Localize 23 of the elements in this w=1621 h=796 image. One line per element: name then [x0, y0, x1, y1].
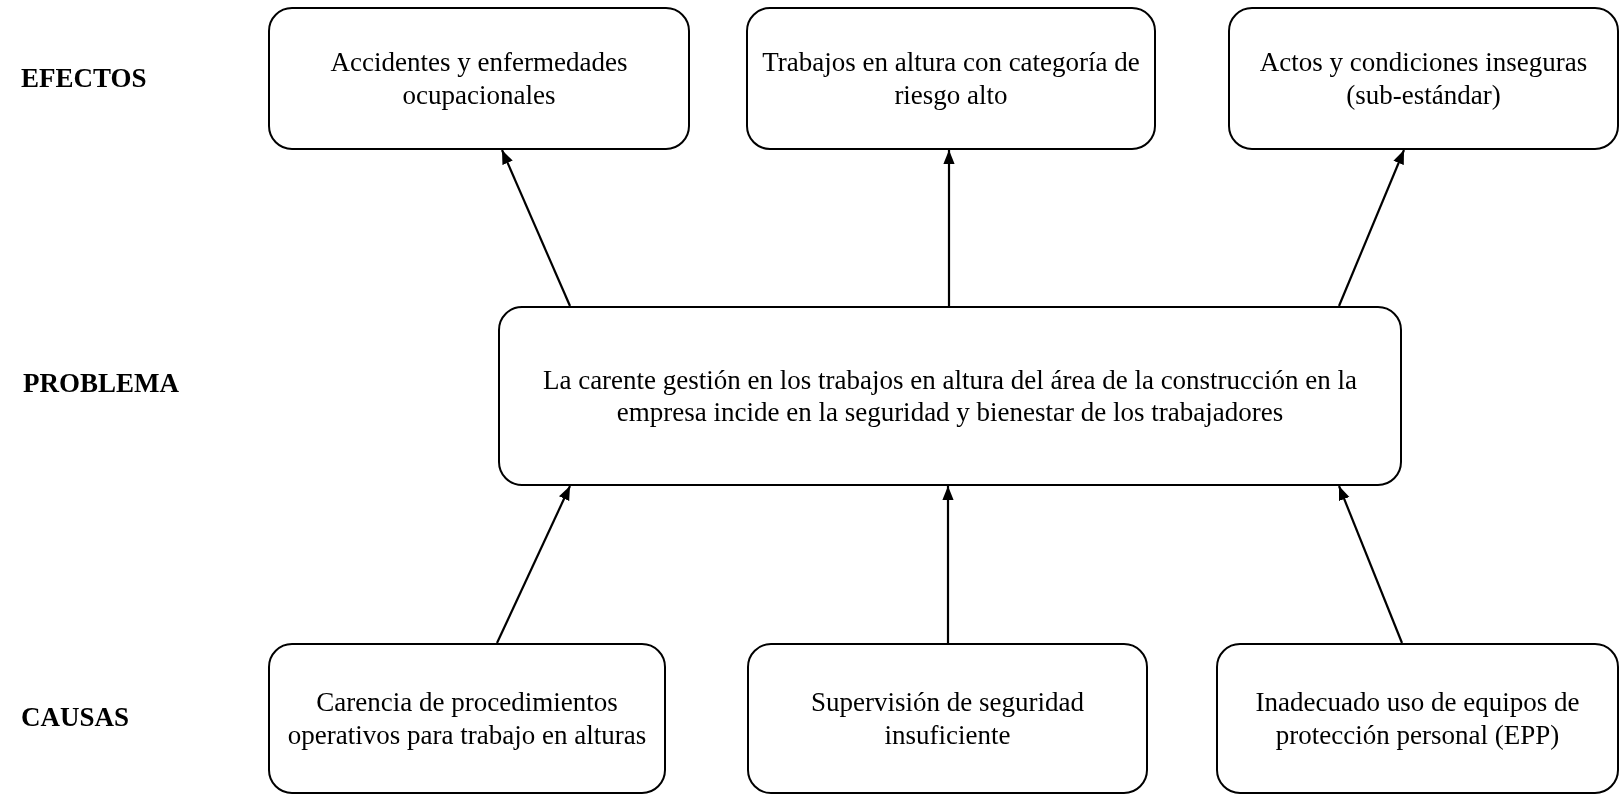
- row-heading: EFECTOS: [21, 63, 147, 94]
- row-heading: CAUSAS: [21, 702, 130, 733]
- box-text: Carencia de procedimientos operativos para trabajo en alturas: [286, 686, 648, 751]
- box-text: Supervisión de seguridad insuficiente: [810, 686, 1085, 751]
- box-text: Accidentes y enfermedades ocupacionales: [329, 46, 629, 111]
- arrow: [1337, 485, 1404, 644]
- arrow: [1338, 149, 1405, 307]
- row-heading: PROBLEMA: [23, 368, 179, 399]
- text-box: [1228, 7, 1619, 150]
- text-box: [1216, 643, 1619, 794]
- arrow: [942, 486, 954, 643]
- box-text: Actos y condiciones inseguras (sub-estándar): [1258, 46, 1589, 111]
- text-box: [268, 643, 666, 794]
- box-text: La carente gestión en los trabajos en altura del área de la construcción en la empresa incide en la seguridad y bienestar de los trabajadores: [541, 363, 1359, 429]
- arrow: [501, 149, 571, 307]
- box-text: Trabajos en altura con categoría de riesgo alto: [762, 46, 1140, 111]
- text-box: [268, 7, 690, 150]
- text-box: [746, 7, 1156, 150]
- box-text: Inadecuado uso de equipos de protección personal (EPP): [1254, 686, 1581, 751]
- text-box: [747, 643, 1148, 794]
- arrow: [496, 485, 571, 644]
- text-box: [498, 306, 1402, 486]
- arrow: [943, 150, 955, 306]
